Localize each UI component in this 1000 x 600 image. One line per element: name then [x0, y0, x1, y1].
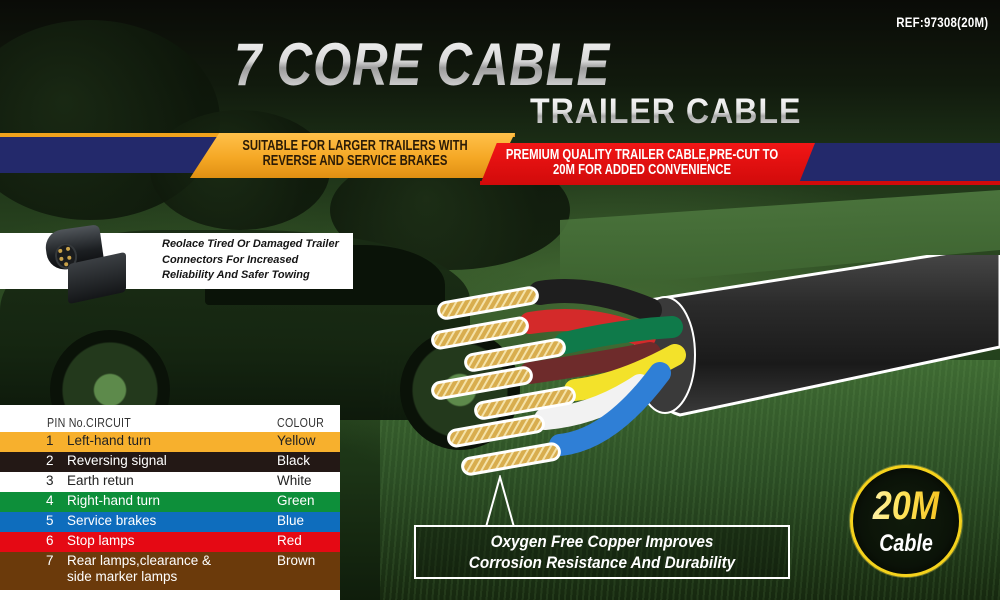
badge-label: Cable [879, 530, 933, 557]
callout-line2: Corrosion Resistance And Durability [468, 553, 736, 572]
ribbon-red-line1: PREMIUM QUALITY TRAILER CABLE,PRE-CUT TO [505, 147, 779, 163]
pin-wiring-table: PIN No.CIRCUIT COLOUR 1 Left-hand turn Y… [0, 405, 340, 600]
pin-number: 5 [46, 513, 54, 528]
reference-code: REF:97308(20M) [895, 14, 988, 30]
length-badge [850, 465, 962, 577]
ribbon-orange-line1: SUITABLE FOR LARGER TRAILERS WITH [242, 138, 468, 154]
table-row: 2 Reversing signal Black [0, 452, 340, 472]
connector-text-line3: Reliability And Safer Towing [162, 269, 310, 281]
badge-length: 20M [858, 484, 953, 528]
header-pin-circuit: PIN No.CIRCUIT [47, 415, 131, 430]
copper-conductors [431, 286, 576, 476]
table-row: 5 Service brakes Blue [0, 512, 340, 532]
pin-colour: Yellow [277, 433, 316, 448]
ribbon-orange-text: SUITABLE FOR LARGER TRAILERS WITH REVERS… [199, 139, 511, 169]
connector-text-line2: Connectors For Increased [162, 253, 299, 266]
pin-number: 2 [46, 453, 54, 468]
cable-cores [519, 279, 686, 456]
pin-colour: Black [277, 453, 311, 468]
callout-line1: Oxygen Free Copper Improves [490, 532, 714, 551]
seven-core-cable-illustration [431, 255, 1000, 476]
ribbon-orange-line2: REVERSE AND SERVICE BRAKES [262, 153, 448, 169]
connector-text-line1: Reolace Tired Or Damaged Trailer [162, 238, 339, 250]
pin-circuit: Service brakes [67, 513, 157, 528]
pin-colour: White [277, 473, 312, 488]
table-row: 1 Left-hand turn Yellow [0, 432, 340, 452]
pin-circuit: Earth retun [67, 473, 134, 488]
ribbon-navy-left [0, 137, 230, 173]
pin-circuit: Stop lamps [67, 533, 135, 548]
header-colour: COLOUR [277, 415, 325, 430]
table-row: 6 Stop lamps Red [0, 532, 340, 552]
pin-circuit-line2: side marker lamps [67, 569, 178, 584]
pin-number: 4 [46, 493, 54, 508]
product-title: 7 CORE CABLE [234, 31, 611, 98]
callout-box [414, 525, 790, 579]
ribbon-orange [190, 133, 515, 178]
ribbon-navy-right [790, 143, 1000, 181]
ribbon-red [480, 143, 815, 185]
pin-circuit: Right-hand turn [67, 493, 161, 508]
pin-colour: Green [277, 493, 315, 508]
pin-number: 6 [46, 533, 54, 548]
pin-circuit: Reversing signal [67, 453, 167, 468]
pin-circuit-line1: Rear lamps,clearance & [67, 553, 212, 568]
pin-circuit: Rear lamps,clearance & side marker lamps [67, 553, 211, 585]
trailer-connector-image [40, 224, 132, 305]
pin-number: 3 [46, 473, 54, 488]
table-row: 7 Rear lamps,clearance & side marker lam… [0, 552, 340, 590]
product-subtitle: TRAILER CABLE [530, 92, 802, 131]
table-row: 4 Right-hand turn Green [0, 492, 340, 512]
pin-circuit: Left-hand turn [67, 433, 152, 448]
pin-number: 1 [46, 433, 54, 448]
ribbon-red-line2: 20M FOR ADDED CONVENIENCE [552, 162, 732, 178]
pin-colour: Brown [277, 553, 316, 568]
table-row: 3 Earth retun White [0, 472, 340, 492]
pin-number: 7 [46, 553, 54, 568]
pin-colour: Blue [277, 513, 305, 528]
pin-colour: Red [277, 533, 302, 548]
connector-info-text: Reolace Tired Or Damaged Trailer Connect… [162, 237, 352, 284]
ribbon-red-text: PREMIUM QUALITY TRAILER CABLE,PRE-CUT TO… [486, 148, 798, 178]
callout-pointer [485, 475, 515, 527]
callout-text: Oxygen Free Copper Improves Corrosion Re… [433, 531, 771, 573]
